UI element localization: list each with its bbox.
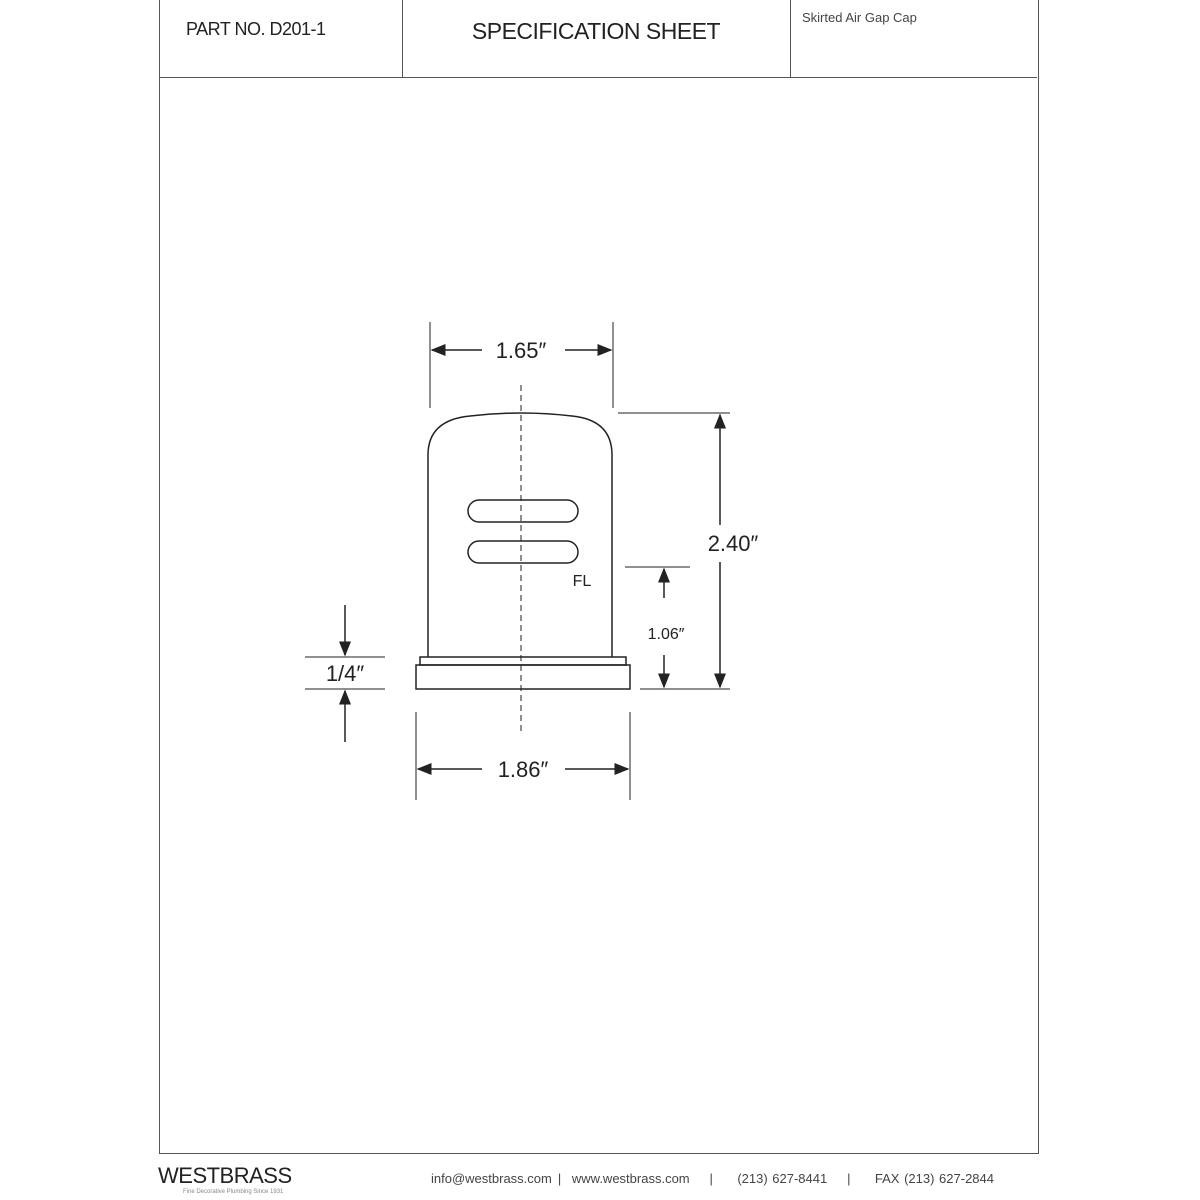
website-link[interactable]: www.westbrass.com	[571, 1171, 690, 1186]
vent-slot	[467, 499, 579, 523]
westbrass-logo: WESTBRASS	[158, 1163, 292, 1188]
brand-tagline: Fine Decorative Plumbing Since 1931	[183, 1189, 284, 1195]
email-link[interactable]: info@westbrass.com	[431, 1171, 552, 1186]
vent-slot	[467, 540, 579, 564]
dim-base-width: 1.86″	[498, 757, 549, 782]
contact-info: info@westbrass.com| www.westbrass.com | …	[431, 1171, 1000, 1186]
title-cell: SPECIFICATION SHEET	[402, 0, 791, 77]
separator: |	[709, 1171, 713, 1186]
part-number: PART NO. D201-1	[186, 19, 326, 39]
sheet-border	[159, 0, 1039, 1154]
part-number-cell: PART NO. D201-1	[159, 0, 403, 77]
cap-base-step	[419, 656, 627, 666]
separator: |	[847, 1171, 851, 1186]
cap-body	[427, 412, 613, 657]
dim-top-width: 1.65″	[496, 338, 547, 363]
sheet-title: SPECIFICATION SHEET	[471, 18, 721, 44]
separator: |	[557, 1171, 562, 1186]
cap-base	[415, 664, 631, 690]
flood-level-label: FL	[573, 573, 592, 590]
dim-flood-level: 1.06″	[648, 626, 685, 643]
product-description: Skirted Air Gap Cap	[802, 10, 917, 25]
fax-number: FAX (213) 627-2844	[874, 1171, 994, 1186]
dim-height: 2.40″	[708, 531, 759, 556]
title-block: PART NO. D201-1 SPECIFICATION SHEET Skir…	[159, 0, 1037, 78]
dim-base-height: 1/4″	[326, 661, 365, 686]
phone-number: (213) 627-8441	[737, 1171, 828, 1186]
